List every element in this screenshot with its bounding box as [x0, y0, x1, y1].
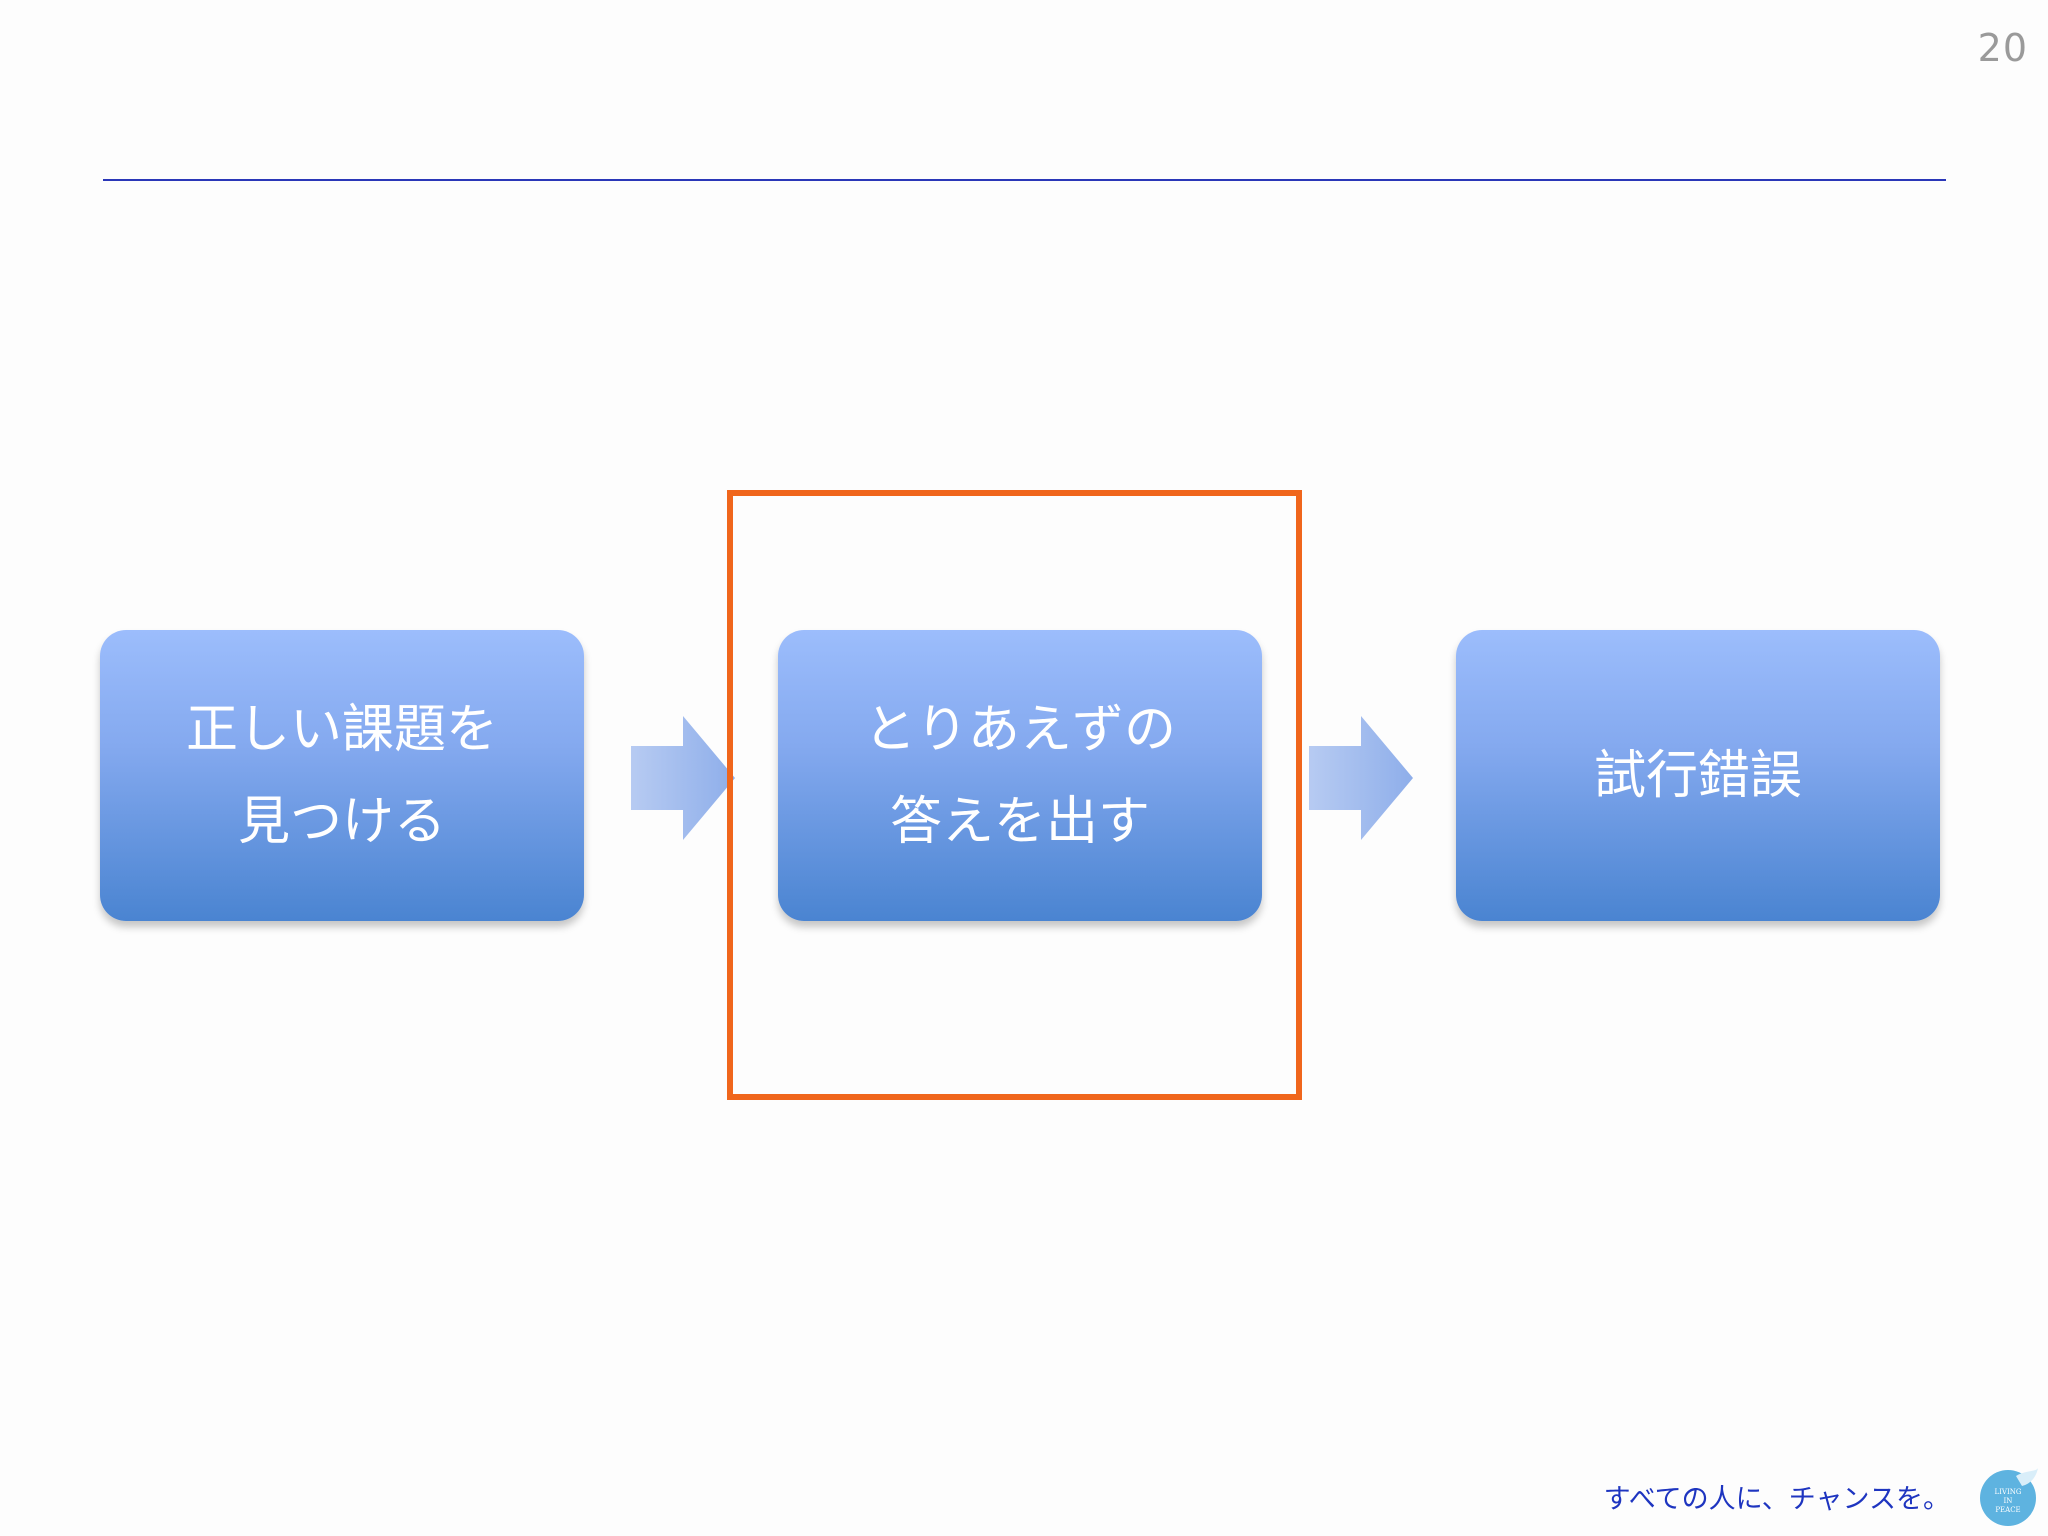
step-box-provisional-answer: とりあえずの 答えを出す — [778, 630, 1262, 921]
page-number: 20 — [1977, 26, 2028, 70]
svg-text:PEACE: PEACE — [1995, 1506, 2020, 1514]
title-divider — [103, 179, 1946, 181]
right-arrow-icon — [631, 716, 735, 840]
organization-logo: LIVING IN PEACE — [1980, 1468, 2038, 1526]
highlight-frame — [727, 490, 1302, 1100]
step-box-find-problem: 正しい課題を 見つける — [100, 630, 584, 921]
step-label: とりあえずの 答えを出す — [863, 699, 1176, 852]
svg-text:LIVING: LIVING — [1995, 1488, 2022, 1496]
svg-text:IN: IN — [2004, 1497, 2013, 1505]
tagline: すべての人に、チャンスを。 — [1603, 1484, 1950, 1515]
right-arrow-icon — [1309, 716, 1413, 840]
step-box-trial-and-error: 試行錯誤 — [1456, 630, 1940, 921]
step-label: 正しい課題を 見つける — [185, 699, 498, 852]
step-label: 試行錯誤 — [1593, 745, 1802, 806]
